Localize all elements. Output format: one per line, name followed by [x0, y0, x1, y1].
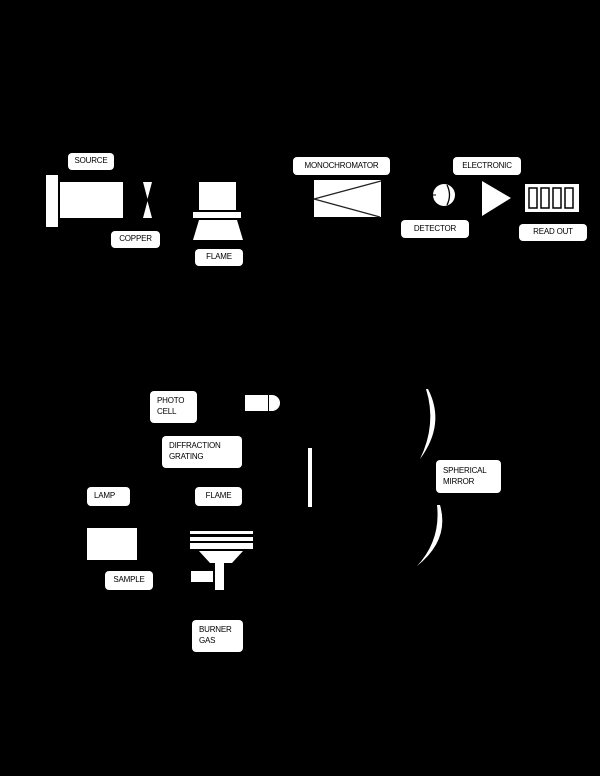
- burner-label-line1: BURNER: [199, 625, 232, 635]
- sample-label-text: SAMPLE: [113, 575, 145, 585]
- monochromator-label: MONOCHROMATOR: [293, 157, 390, 175]
- burner-gas-label: BURNER GAS: [192, 620, 243, 652]
- source-end-plate: [46, 175, 58, 227]
- electronic-label: ELECTRONIC: [453, 157, 521, 175]
- triangle-amplifier-icon: [482, 181, 511, 216]
- readout-label-text: READ OUT: [533, 227, 573, 237]
- flame-nozzle-trapezoid: [193, 220, 243, 240]
- hourglass-aperture-icon: [143, 182, 152, 218]
- flame-bar: [193, 212, 241, 218]
- detector-label: DETECTOR: [401, 220, 469, 238]
- photocell-body: [245, 395, 268, 411]
- lamp-box-icon: [87, 528, 137, 560]
- photo-cell-label-line1: PHOTO: [157, 396, 185, 406]
- spherical-mirror-label: SPHERICAL MIRROR: [436, 460, 501, 493]
- lamp-label: LAMP: [87, 487, 130, 506]
- readout-label: READ OUT: [519, 224, 587, 241]
- photo-cell-label: PHOTO CELL: [150, 391, 197, 423]
- source-lamp-body: [60, 182, 123, 218]
- digit-display-icon: [525, 184, 579, 212]
- monochromator-label-text: MONOCHROMATOR: [304, 160, 379, 170]
- burner-plate-2: [190, 537, 253, 541]
- electronic-label-text: ELECTRONIC: [462, 160, 512, 170]
- copper-label: COPPER: [111, 231, 160, 248]
- burner-label-line2: GAS: [199, 636, 216, 645]
- burner-funnel-trapezoid: [199, 551, 243, 563]
- flame-label-bottom: FLAME: [195, 487, 242, 506]
- copper-label-text: COPPER: [119, 234, 152, 244]
- photocell-lens: [269, 395, 280, 411]
- flame-label-bottom-text: FLAME: [205, 491, 232, 501]
- source-label: SOURCE: [68, 153, 114, 170]
- diffraction-label-line2: GRATING: [169, 452, 204, 461]
- curved-mirror-icon: [420, 389, 436, 459]
- burner-stem: [215, 563, 224, 590]
- prism-wedge-icon: [314, 180, 381, 217]
- burner-plate-3: [190, 543, 253, 549]
- flame-top-block: [199, 182, 236, 210]
- flame-label-top-text: FLAME: [206, 252, 232, 262]
- curved-mirror-icon: [417, 505, 443, 566]
- source-label-text: SOURCE: [74, 156, 108, 166]
- burner-plate-1: [190, 531, 253, 534]
- diffraction-label-line1: DIFFRACTION: [169, 441, 221, 451]
- lamp-label-text: LAMP: [94, 491, 115, 501]
- flame-label-top: FLAME: [195, 249, 243, 266]
- mirror-label-line2: MIRROR: [443, 476, 475, 486]
- sample-label: SAMPLE: [105, 571, 153, 590]
- photo-cell-label-line2: CELL: [157, 407, 177, 416]
- mirror-label-line1: SPHERICAL: [443, 465, 487, 475]
- detector-label-text: DETECTOR: [413, 223, 457, 233]
- grating-bar-icon: [308, 448, 312, 507]
- detector-circle-icon: [433, 184, 455, 206]
- diffraction-grating-label: DIFFRACTION GRATING: [162, 436, 242, 468]
- burner-gas-inlet: [191, 571, 213, 582]
